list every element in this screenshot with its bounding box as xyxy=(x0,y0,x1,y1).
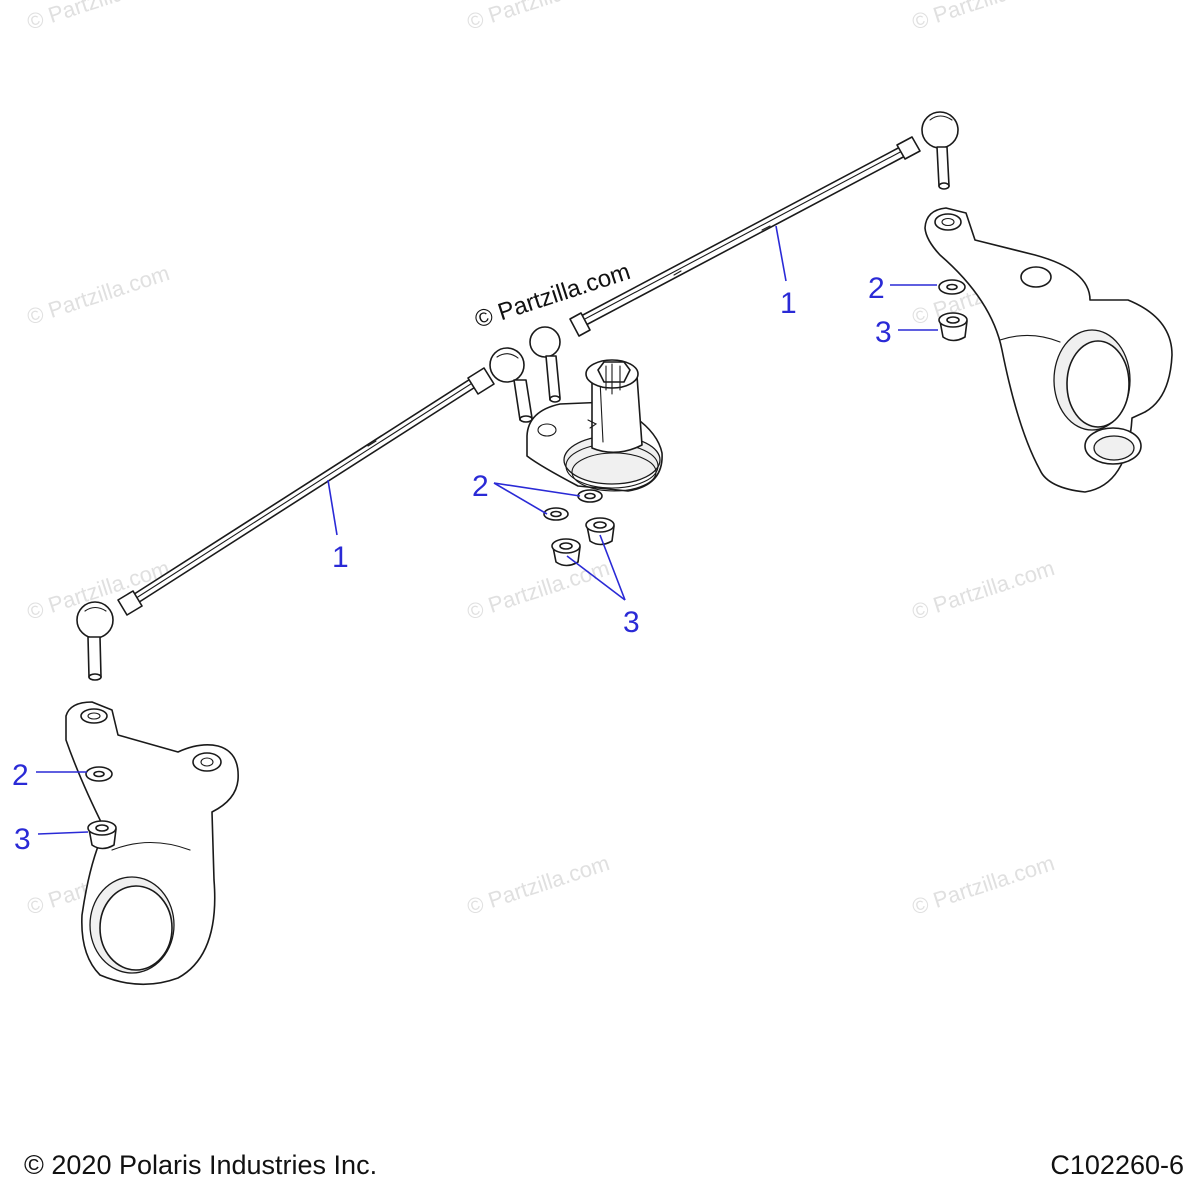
washer-left[interactable] xyxy=(85,766,113,782)
callout-washer-left: 2 xyxy=(12,759,29,792)
watermark: © Partzilla.com xyxy=(464,0,613,35)
watermark: © Partzilla.com xyxy=(909,850,1058,920)
leader-tie-rod-right xyxy=(775,225,787,282)
callout-nut-right: 3 xyxy=(875,316,892,349)
watermark-main: © Partzilla.com xyxy=(472,258,634,334)
callout-tie-rod-right: 1 xyxy=(780,287,797,320)
watermark: © Partzilla.com xyxy=(24,260,173,330)
diagram-code: C102260-6 xyxy=(1050,1150,1184,1180)
nut-right[interactable] xyxy=(938,312,968,342)
callout-washer-center: 2 xyxy=(472,470,489,503)
callout-tie-rod-left: 1 xyxy=(332,541,349,574)
callout-washer-right: 2 xyxy=(868,272,885,305)
washer-center-a[interactable] xyxy=(577,489,603,503)
callout-labels: 1 1 2 3 2 3 2 3 xyxy=(12,272,892,856)
nut-center-a[interactable] xyxy=(585,517,615,546)
tie-rod-right[interactable] xyxy=(529,111,959,403)
leader-nut-center-a xyxy=(599,534,626,601)
steering-pivot-assembly[interactable] xyxy=(526,359,663,492)
leader-washer-center-a xyxy=(493,482,581,497)
leader-lines xyxy=(36,225,938,835)
nut-left[interactable] xyxy=(87,820,117,850)
watermark: © Partzilla.com xyxy=(909,0,1058,35)
leader-nut-left xyxy=(37,831,89,835)
steering-knuckle-right[interactable] xyxy=(924,207,1173,493)
washer-center-b[interactable] xyxy=(543,507,569,521)
watermark: © Partzilla.com xyxy=(464,555,613,625)
watermark: © Partzilla.com xyxy=(909,555,1058,625)
leader-nut-center-b xyxy=(566,555,626,601)
washer-right[interactable] xyxy=(938,279,966,295)
tie-rod-left[interactable] xyxy=(76,347,533,681)
leader-washer-center-b xyxy=(493,482,548,515)
nut-center-b[interactable] xyxy=(551,538,581,567)
copyright-notice: © 2020 Polaris Industries Inc. xyxy=(24,1150,378,1180)
watermark: © Partzilla.com xyxy=(464,850,613,920)
callout-nut-center: 3 xyxy=(623,606,640,639)
callout-nut-left: 3 xyxy=(14,823,31,856)
leader-tie-rod-left xyxy=(327,479,338,536)
watermark: © Partzilla.com xyxy=(24,0,173,35)
